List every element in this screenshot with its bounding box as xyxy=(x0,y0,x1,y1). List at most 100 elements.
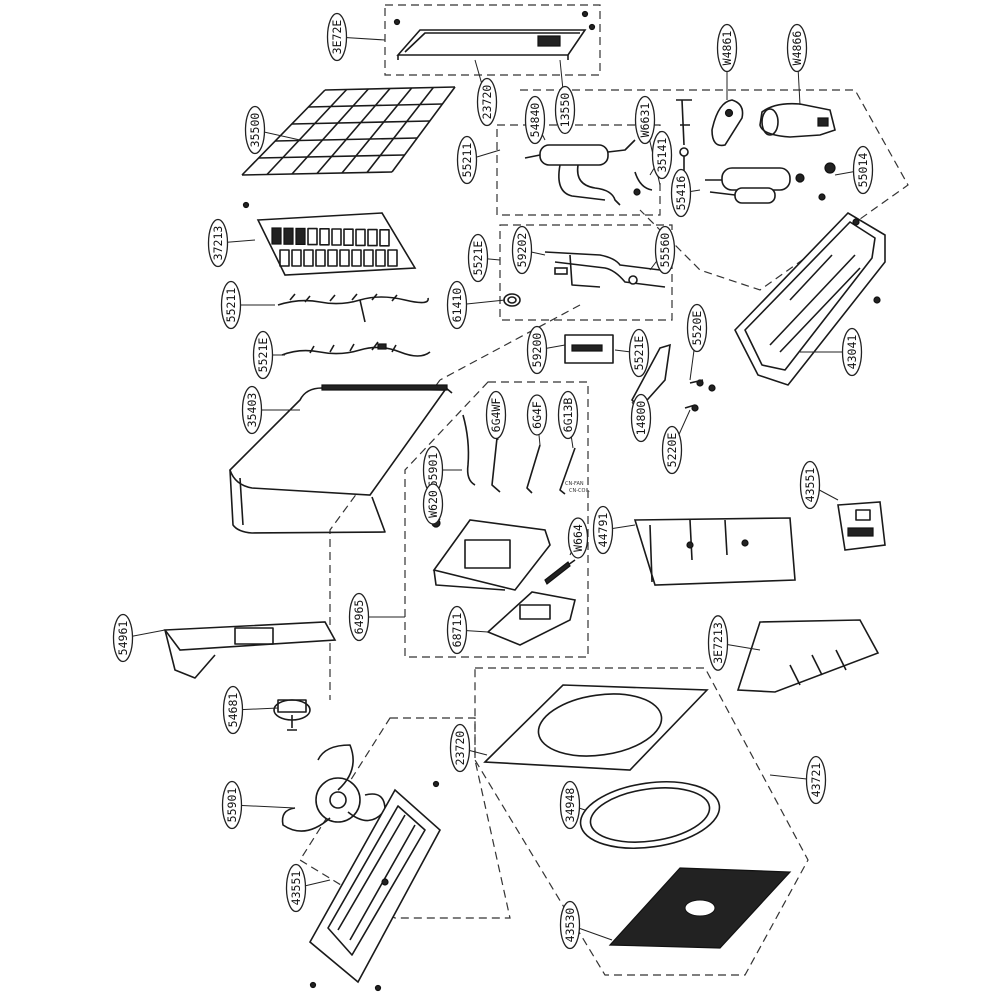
filter-slot xyxy=(343,228,354,246)
callout-oval xyxy=(786,23,808,73)
callout-label: 59200 xyxy=(530,333,544,368)
grille-wire xyxy=(275,137,418,142)
callout-label: 55901 xyxy=(225,788,239,823)
callout-oval xyxy=(252,330,274,380)
callout-label: 43551 xyxy=(803,468,817,503)
callout-oval xyxy=(707,615,729,671)
callout-label: 68711 xyxy=(450,613,464,648)
callout-c07: W4861 xyxy=(716,23,738,73)
callout-c14: 5521E xyxy=(467,233,489,283)
grille-wire xyxy=(324,86,456,91)
callout-label: 35500 xyxy=(248,113,262,148)
terminal-block xyxy=(564,334,614,364)
callout-label: 5521E xyxy=(471,241,485,276)
callout-oval xyxy=(634,95,656,145)
right-side-panel xyxy=(736,619,880,693)
callout-label: 64965 xyxy=(352,600,366,635)
callout-label: 23720 xyxy=(480,85,494,120)
callout-oval xyxy=(524,95,546,145)
callout-oval xyxy=(485,390,507,440)
callout-label: 6G4F xyxy=(530,401,544,429)
callout-oval xyxy=(207,218,229,268)
filter-slot xyxy=(291,249,302,267)
callout-c11: 55014 xyxy=(852,145,874,195)
callout-c04: 54840 xyxy=(524,95,546,145)
orifice-ring xyxy=(579,781,721,849)
filter-slot xyxy=(355,228,366,247)
callout-label: 55416 xyxy=(674,176,688,211)
callout-oval xyxy=(422,483,444,525)
callout-c25: 6G4WF xyxy=(485,390,507,440)
capacitor xyxy=(544,559,576,585)
grille-wire xyxy=(241,89,326,176)
callout-c01: 3E72E xyxy=(326,12,348,62)
filter-slot xyxy=(375,249,386,267)
grille-wire xyxy=(366,87,434,173)
callout-oval xyxy=(244,105,266,155)
fan-shroud-plate xyxy=(483,684,709,771)
pcb-lower xyxy=(486,591,576,646)
callout-label: 61410 xyxy=(450,288,464,323)
callout-c21: 43041 xyxy=(841,327,863,377)
callout-label: 54681 xyxy=(226,693,240,728)
callout-label: 43721 xyxy=(809,763,823,798)
callout-label: 35141 xyxy=(655,138,669,173)
callout-label: 35403 xyxy=(245,393,259,428)
callout-label: 55560 xyxy=(658,233,672,268)
motor-bracket xyxy=(163,621,337,679)
callout-label: 14800 xyxy=(634,401,648,436)
filter-slot xyxy=(331,228,342,246)
callout-c31: W620 xyxy=(422,483,444,525)
callout-c22: 59200 xyxy=(526,325,548,375)
callout-oval xyxy=(716,23,738,73)
grille-wire xyxy=(241,171,393,176)
callout-label: 13550 xyxy=(558,93,572,128)
callout-c09: 55211 xyxy=(456,135,478,185)
callout-oval xyxy=(241,385,263,435)
filter-slot xyxy=(315,249,326,267)
callout-label: 55211 xyxy=(224,288,238,323)
callout-oval xyxy=(554,85,576,135)
callout-oval xyxy=(456,135,478,185)
callout-label: 5220E xyxy=(665,433,679,468)
wire-harness-2 xyxy=(281,341,431,357)
callout-c38: 3E7213 xyxy=(707,615,729,671)
callout-c02: 35500 xyxy=(244,105,266,155)
callout-label: W6631 xyxy=(638,103,652,138)
side-bracket xyxy=(631,343,716,412)
wire-harness-1 xyxy=(277,293,429,323)
callout-oval xyxy=(112,613,134,663)
callout-label: 6G13B xyxy=(561,398,575,433)
callout-c10: 35141 xyxy=(651,130,673,180)
callout-c42: 55901 xyxy=(221,780,243,830)
callout-label: 37213 xyxy=(211,226,225,261)
callout-oval xyxy=(630,393,652,443)
callout-oval xyxy=(670,168,692,218)
callout-oval xyxy=(326,12,348,62)
filter-slot xyxy=(295,227,306,245)
leader-line xyxy=(231,804,296,809)
compressor-assembly xyxy=(524,139,836,206)
filter-slot xyxy=(327,249,338,267)
condenser-coil xyxy=(229,384,453,534)
callout-c18: 61410 xyxy=(446,280,468,330)
callout-oval xyxy=(449,723,471,773)
callout-c24: 35403 xyxy=(241,385,263,435)
callout-c44: 43551 xyxy=(285,863,307,913)
callout-label: 5521E xyxy=(256,338,270,373)
callout-label: 34948 xyxy=(563,788,577,823)
filter-slot xyxy=(283,227,294,245)
callout-c15: 59202 xyxy=(511,225,533,275)
frame-fan-group xyxy=(299,717,511,919)
callout-oval xyxy=(661,425,683,475)
filter-slot xyxy=(271,227,282,245)
callout-label: 65901 xyxy=(426,453,440,488)
callout-oval xyxy=(446,280,468,330)
callout-c40: 23720 xyxy=(449,723,471,773)
grille-wire xyxy=(341,87,413,174)
callout-oval xyxy=(222,685,244,735)
grille-wire xyxy=(316,87,391,175)
callout-c36: 68711 xyxy=(446,605,468,655)
propeller-fan xyxy=(281,744,386,832)
callout-c32: 43551 xyxy=(799,460,821,510)
